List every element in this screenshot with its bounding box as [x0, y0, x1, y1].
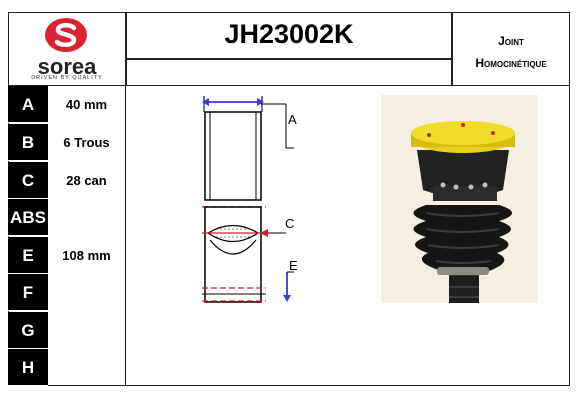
product-type: Joint Homocinétique — [452, 30, 570, 74]
spec-value: 6 Trous — [48, 124, 126, 161]
blank-header-cell — [126, 59, 452, 86]
logo-cell — [8, 12, 126, 86]
spec-key: E — [8, 237, 48, 274]
part-number: JH23002K — [224, 19, 354, 49]
spec-key: ABS — [8, 199, 48, 236]
logo-brand: sorea — [37, 54, 97, 79]
product-type-line1: Joint — [498, 34, 524, 48]
spec-value: 108 mm — [48, 237, 126, 274]
spec-key: F — [8, 274, 48, 311]
spec-value — [48, 274, 126, 311]
diagram-label-e: E — [289, 258, 298, 273]
spec-value: 40 mm — [48, 86, 126, 123]
diagram-label-c: C — [285, 216, 295, 231]
product-type-line2: Homocinétique — [475, 56, 547, 70]
spec-key: H — [8, 349, 48, 386]
spec-value — [48, 312, 126, 349]
part-number-cell — [126, 12, 452, 59]
spec-value: 28 can — [48, 162, 126, 199]
spec-key: B — [8, 124, 48, 161]
spec-value — [48, 199, 126, 236]
spec-column — [8, 86, 126, 386]
main-area — [126, 86, 570, 386]
spec-key: G — [8, 312, 48, 349]
spec-value — [48, 349, 126, 386]
product-type-cell — [452, 12, 570, 86]
product-photo — [381, 95, 538, 303]
sorea-logo-icon — [45, 18, 87, 52]
logo-tagline: DRIVEN BY QUALITY — [31, 75, 103, 81]
diagram-label-a: A — [288, 112, 297, 127]
spec-key: C — [8, 162, 48, 199]
spec-key: A — [8, 86, 48, 123]
joint-diagram — [202, 96, 294, 303]
